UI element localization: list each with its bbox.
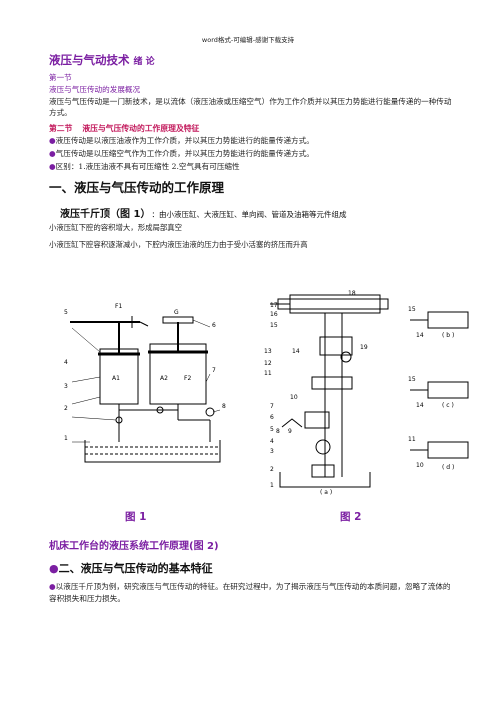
bullet-dot-icon: ● bbox=[49, 562, 59, 575]
fig1-label-g: G bbox=[174, 309, 179, 316]
bullet-text: 液压传动是以液压油液作为工作介质，并以其压力势能进行的能量传递方式。 bbox=[55, 136, 314, 145]
fig2-label-18: 18 bbox=[348, 290, 356, 297]
bullet-item: ●液压传动是以液压油液作为工作介质，并以其压力势能进行的能量传递方式。 bbox=[49, 135, 314, 146]
bullet-dot-icon: ● bbox=[49, 582, 56, 591]
heading-working-principle: 一、液压与气压传动的工作原理 bbox=[49, 180, 225, 195]
fig2-label-12: 12 bbox=[264, 360, 272, 367]
section-one-heading: 液压与气压传动的发展概况 bbox=[49, 85, 141, 94]
bullet-dot-icon: ● bbox=[49, 162, 56, 171]
fig2-label-8: 8 bbox=[276, 428, 280, 435]
fig2-label-15: 15 bbox=[270, 322, 278, 329]
fig2-sub-b: ( b ) bbox=[442, 332, 454, 339]
basic-features-text: 以液压千斤顶为例，研究液压与气压传动的特征。在研究过程中，为了揭示液压与气压传动… bbox=[49, 582, 451, 603]
fig2-label-6: 6 bbox=[270, 414, 274, 421]
fig2-label-1: 1 bbox=[270, 482, 274, 489]
page-header: word格式-可编辑-感谢下载支持 bbox=[201, 36, 295, 44]
fig1-label-6: 6 bbox=[212, 322, 216, 329]
document-title: 液压与气动技术绪 论 bbox=[49, 52, 155, 68]
fig2-label-4: 4 bbox=[270, 438, 274, 445]
jack-title: 液压千斤顶（图 1） bbox=[60, 209, 146, 220]
fig1-label-1: 1 bbox=[64, 435, 68, 442]
fig2-label-14: 14 bbox=[292, 348, 300, 355]
fig2-label-7: 7 bbox=[270, 403, 274, 410]
fig2-label-11: 11 bbox=[264, 370, 272, 377]
figure-2-machine-table-system: 1 2 3 4 5 6 7 8 9 10 11 12 13 14 15 16 1… bbox=[264, 290, 469, 496]
fig2-label-2: 2 bbox=[270, 466, 274, 473]
bullet-item: ●区别：1.液压油液不具有可压缩性 2.空气具有可压缩性 bbox=[49, 161, 240, 172]
fig2-label-5: 5 bbox=[270, 426, 274, 433]
fig2-label-14b: 14 bbox=[416, 332, 424, 339]
fig2-sub-c: ( c ) bbox=[442, 402, 454, 409]
fig2-sub-d: ( d ) bbox=[442, 464, 454, 471]
fig1-label-f2: F2 bbox=[184, 375, 191, 382]
fig2-label-9: 9 bbox=[288, 428, 292, 435]
bullet-text: 气压传动是以压缩空气作为工作介质，并以其压力势能进行的能量传递方式。 bbox=[55, 149, 314, 158]
figure-1-caption: 图 1 bbox=[125, 511, 147, 523]
fig2-sub-a: ( a ) bbox=[320, 489, 332, 496]
figure-1-hydraulic-jack: 5 4 3 2 1 6 7 8 F1 G A1 A2 F2 bbox=[64, 303, 226, 463]
title-main: 液压与气动技术 bbox=[49, 53, 130, 67]
fig1-label-5: 5 bbox=[64, 309, 68, 316]
fig2-label-14c: 14 bbox=[416, 402, 424, 409]
title-sub: 绪 论 bbox=[133, 57, 155, 67]
section-two-label: 第二节 bbox=[49, 124, 73, 133]
fig2-label-10: 10 bbox=[290, 394, 298, 401]
fig1-label-a2: A2 bbox=[160, 375, 168, 382]
bullet-item: ●气压传动是以压缩空气作为工作介质，并以其压力势能进行的能量传递方式。 bbox=[49, 148, 314, 159]
fig1-label-2: 2 bbox=[64, 405, 68, 412]
machine-table-heading: 机床工作台的液压系统工作原理(图 2) bbox=[49, 541, 219, 552]
fig2-label-15b: 15 bbox=[408, 306, 416, 313]
fig1-label-4: 4 bbox=[64, 359, 68, 366]
fig1-label-f1: F1 bbox=[115, 303, 122, 310]
heading-basic-features: ●二、液压与气压传动的基本特征 bbox=[49, 560, 213, 576]
fig2-label-13: 13 bbox=[264, 348, 272, 355]
bullet-dot-icon: ● bbox=[49, 149, 56, 158]
figure-2-caption: 图 2 bbox=[340, 511, 362, 523]
jack-paragraph: 液压千斤顶（图 1） ：由小液压缸、大液压缸、单向阀、管道及油箱等元件组成 bbox=[60, 205, 346, 220]
fig1-label-3: 3 bbox=[64, 383, 68, 390]
fig1-label-a1: A1 bbox=[112, 375, 120, 382]
fig2-label-17: 17 bbox=[270, 302, 278, 309]
fig2-label-10d: 10 bbox=[416, 462, 424, 469]
intro-paragraph: 液压与气压传动是一门新技术，是以流体（液压油液或压缩空气）作为工作介质并以其压力… bbox=[49, 97, 452, 117]
section-one-label: 第一节 bbox=[49, 73, 72, 82]
fig2-label-15c: 15 bbox=[408, 376, 416, 383]
fig1-label-8: 8 bbox=[222, 403, 226, 410]
bullet-dot-icon: ● bbox=[49, 136, 56, 145]
text-line-vacuum: 小液压缸下腔的容积增大，形成局部真空 bbox=[49, 223, 183, 232]
bullet-text: 区别：1.液压油液不具有可压缩性 2.空气具有可压缩性 bbox=[55, 162, 240, 171]
fig2-label-16: 16 bbox=[270, 311, 278, 318]
section-two-title: 液压与气压传动的工作原理及特征 bbox=[82, 124, 200, 133]
text-line-pressure: 小液压缸下腔容积逐渐减小，下腔内液压油液的压力由于受小活塞的挤压而升高 bbox=[49, 240, 308, 249]
fig2-label-19: 19 bbox=[360, 344, 368, 351]
section-two-heading: 第二节液压与气压传动的工作原理及特征 bbox=[49, 123, 199, 134]
jack-description: ：由小液压缸、大液压缸、单向阀、管道及油箱等元件组成 bbox=[151, 210, 347, 219]
fig2-label-11d: 11 bbox=[408, 436, 416, 443]
heading-basic-features-text: 二、液压与气压传动的基本特征 bbox=[58, 562, 213, 575]
fig1-label-7: 7 bbox=[212, 367, 216, 374]
basic-features-paragraph: ●以液压千斤顶为例，研究液压与气压传动的特征。在研究过程中，为了揭示液压与气压传… bbox=[49, 581, 454, 605]
fig2-label-3: 3 bbox=[270, 448, 274, 455]
